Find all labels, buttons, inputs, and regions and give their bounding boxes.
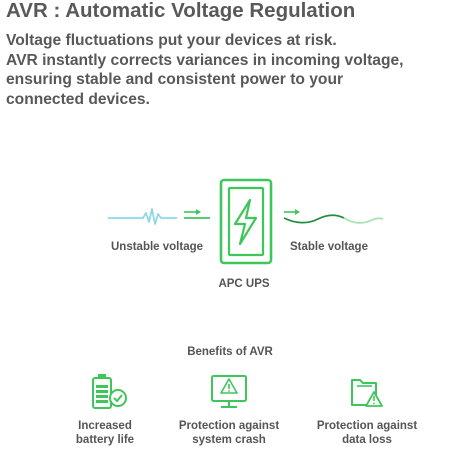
stable-voltage-label: Stable voltage [290, 241, 368, 253]
ups-lightning-icon [219, 178, 273, 265]
description: Voltage fluctuations put your devices at… [6, 31, 450, 109]
benefit-crash-label: Protection against system crash [167, 419, 291, 447]
stable-wave-icon [283, 214, 384, 224]
arrow-right-icon [284, 209, 300, 215]
unstable-voltage-label: Unstable voltage [111, 241, 204, 253]
benefit-line: data loss [342, 434, 392, 446]
benefit-line: Protection against [178, 420, 280, 432]
folder-warning-icon [351, 379, 383, 407]
description-line: AVR instantly corrects variances in inco… [6, 51, 404, 69]
description-line: Voltage fluctuations put your devices at… [6, 32, 337, 49]
benefit-data-loss-label: Protection against data loss [308, 419, 426, 447]
monitor-warning-icon [211, 375, 247, 408]
description-line: ensuring stable and consistent power to … [6, 71, 344, 88]
page-title: AVR : Automatic Voltage Regulation [6, 0, 356, 22]
unstable-wave-icon [108, 208, 177, 225]
benefit-line: Protection against [316, 420, 418, 432]
arrow-right-icon [184, 209, 210, 219]
apc-ups-label: APC UPS [218, 278, 270, 290]
battery-check-icon [92, 374, 127, 409]
description-line: connected devices. [6, 90, 150, 108]
benefit-line: system crash [192, 434, 266, 446]
benefit-battery-label: Increased battery life [60, 419, 150, 447]
benefits-heading: Benefits of AVR [187, 346, 273, 358]
benefit-line: battery life [75, 434, 135, 446]
benefit-line: Increased [78, 420, 132, 432]
